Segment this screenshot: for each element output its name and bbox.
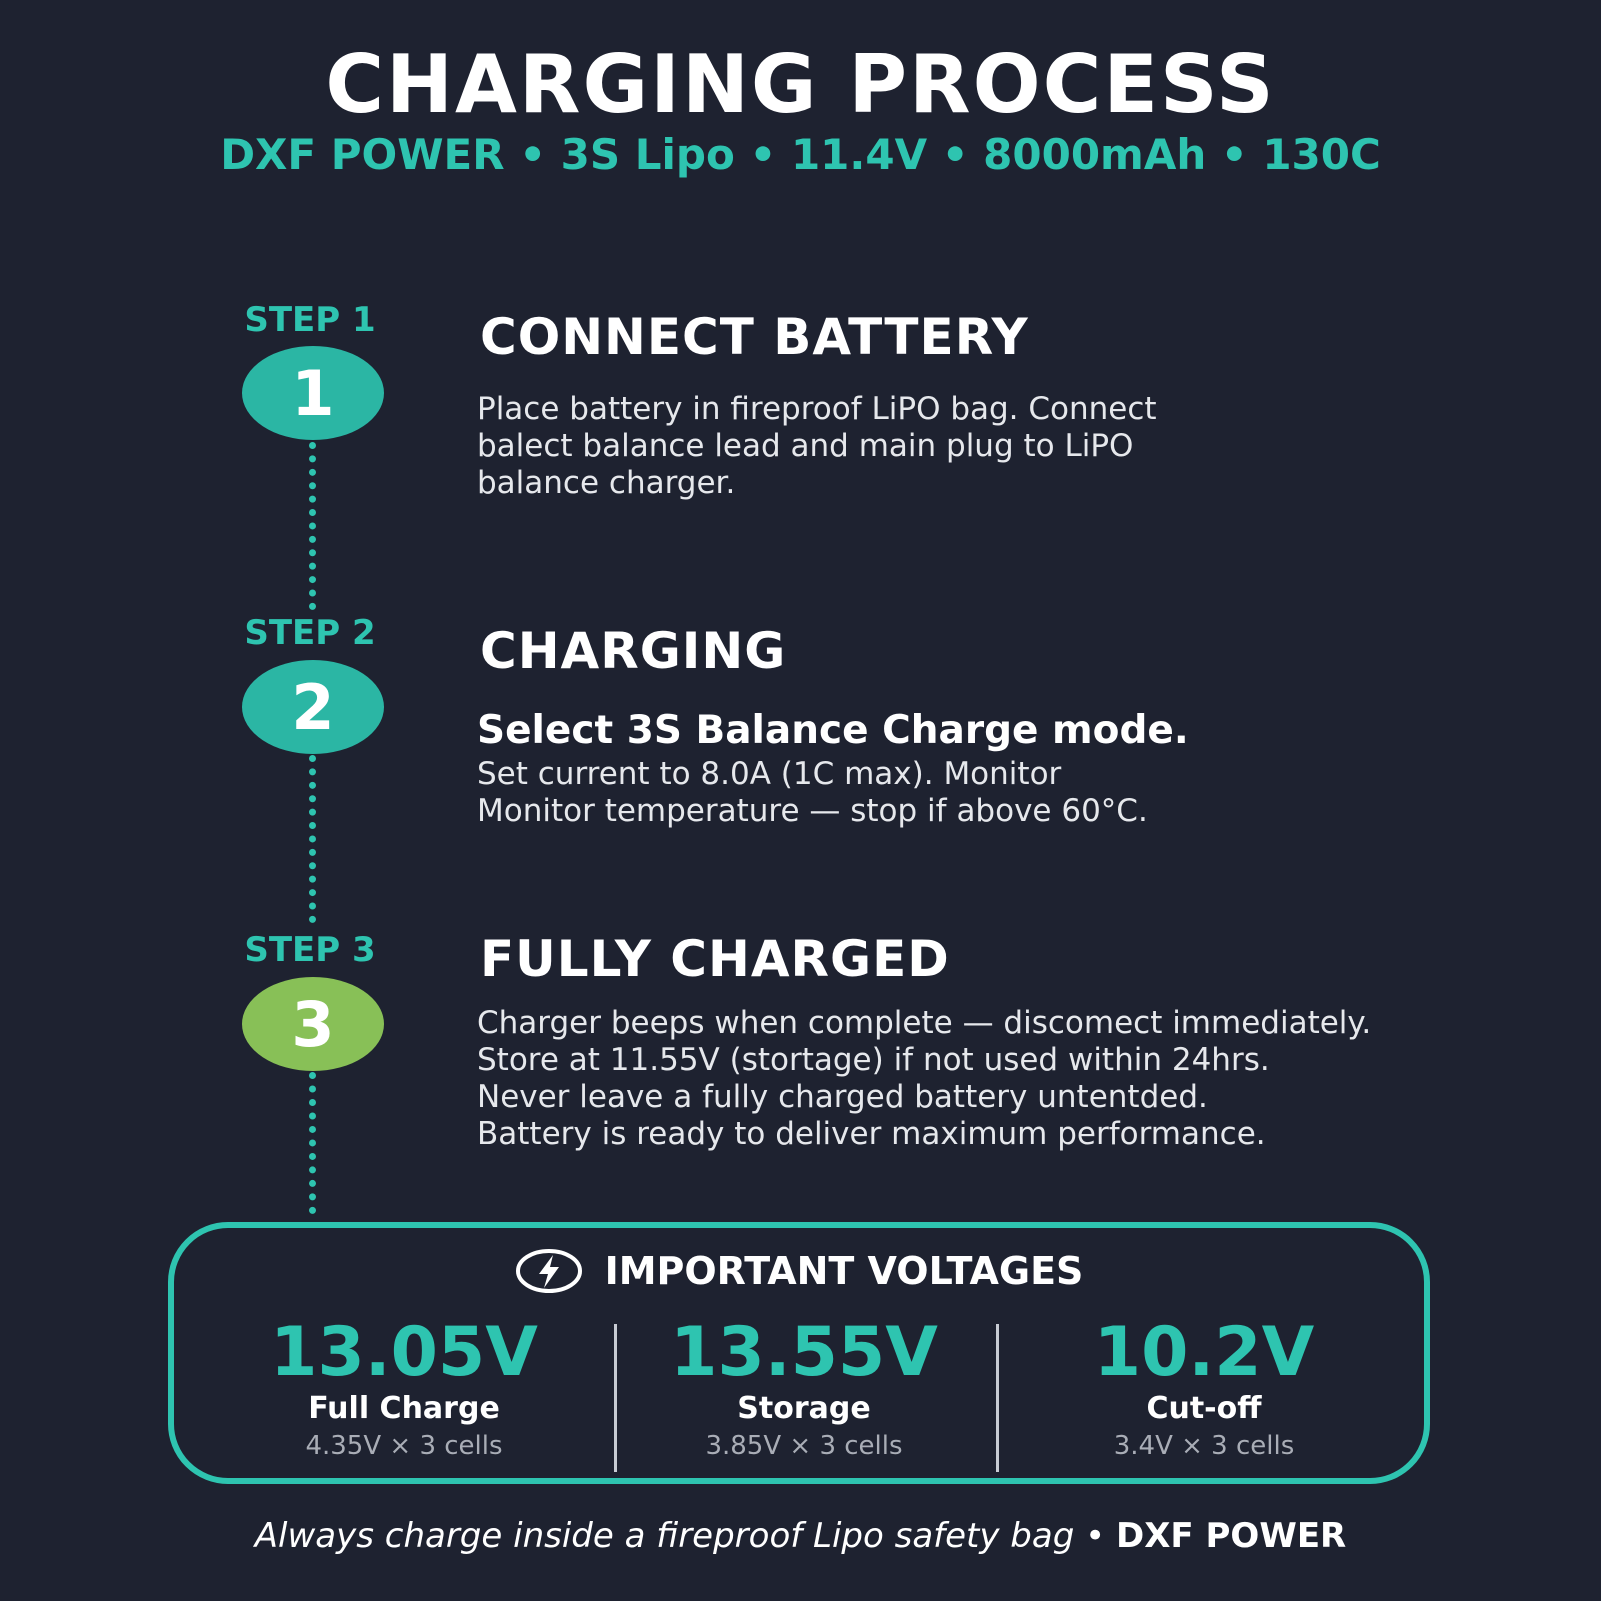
step-3-line: Charger beeps when complete — discomect … — [477, 1005, 1372, 1041]
step-1-title: CONNECT BATTERY — [480, 308, 1029, 366]
step-2-line: Monitor temperature — stop if above 60°C… — [477, 793, 1148, 829]
voltage-divider — [996, 1324, 999, 1472]
timeline-connector-2 — [309, 755, 316, 923]
step-1-badge: 1 — [242, 346, 384, 440]
step-3-badge: 3 — [242, 977, 384, 1071]
footer-note: Always charge inside a fireproof Lipo sa… — [0, 1516, 1601, 1556]
voltage-cells: 4.35V × 3 cells — [305, 1431, 503, 1461]
voltage-divider — [614, 1324, 617, 1472]
step-2-badge: 2 — [242, 660, 384, 754]
voltage-value: 13.55V — [670, 1313, 938, 1392]
timeline-connector-3 — [309, 1072, 316, 1214]
important-voltages-panel: IMPORTANT VOLTAGES 13.05V Full Charge 4.… — [168, 1222, 1430, 1484]
step-1-label: STEP 1 — [244, 300, 376, 340]
voltages-header: IMPORTANT VOLTAGES — [174, 1248, 1424, 1294]
voltage-value: 13.05V — [270, 1313, 538, 1392]
step-2-label: STEP 2 — [244, 613, 376, 653]
step-2-description: Set current to 8.0A (1C max). Monitor Mo… — [477, 756, 1148, 830]
step-2-title: CHARGING — [480, 622, 787, 680]
page-title: CHARGING PROCESS — [325, 38, 1276, 131]
voltage-cells: 3.4V × 3 cells — [1113, 1431, 1295, 1461]
step-3-line: Never leave a fully charged battery unte… — [477, 1079, 1208, 1115]
step-3-label: STEP 3 — [244, 930, 376, 970]
voltage-cells: 3.85V × 3 cells — [705, 1431, 903, 1461]
lightning-bolt-icon — [515, 1249, 582, 1293]
voltage-storage: 13.55V Storage 3.85V × 3 cells — [634, 1316, 974, 1464]
voltage-value: 10.2V — [1093, 1313, 1315, 1392]
voltage-name: Cut-off — [1146, 1391, 1262, 1426]
voltage-name: Full Charge — [308, 1391, 500, 1426]
voltage-name: Storage — [737, 1391, 871, 1426]
timeline-connector-1 — [309, 442, 316, 610]
footer-safety-text: Always charge inside a fireproof Lipo sa… — [254, 1516, 1075, 1556]
footer-separator: • — [1085, 1516, 1106, 1556]
step-3-line: Store at 11.55V (stortage) if not used w… — [477, 1042, 1270, 1078]
step-2-instruction: Select 3S Balance Charge mode. — [477, 708, 1189, 753]
voltage-full-charge: 13.05V Full Charge 4.35V × 3 cells — [234, 1316, 574, 1464]
step-1-line: balance charger. — [477, 465, 736, 501]
voltage-cut-off: 10.2V Cut-off 3.4V × 3 cells — [1034, 1316, 1374, 1464]
step-1-description: Place battery in fireproof LiPO bag. Con… — [477, 391, 1157, 502]
footer-brand: DXF POWER — [1116, 1516, 1347, 1556]
step-3-line: Battery is ready to deliver maximum perf… — [477, 1116, 1266, 1152]
step-3-title: FULLY CHARGED — [480, 930, 950, 988]
step-1-line: Place battery in fireproof LiPO bag. Con… — [477, 391, 1157, 427]
step-2-line: Set current to 8.0A (1C max). Monitor — [477, 756, 1062, 792]
step-3-description: Charger beeps when complete — discomect … — [477, 1005, 1371, 1153]
voltages-heading: IMPORTANT VOLTAGES — [604, 1249, 1084, 1293]
step-1-line: balect balance lead and main plug to LiP… — [477, 428, 1134, 464]
product-subtitle: DXF POWER • 3S Lipo • 11.4V • 8000mAh • … — [220, 130, 1381, 179]
